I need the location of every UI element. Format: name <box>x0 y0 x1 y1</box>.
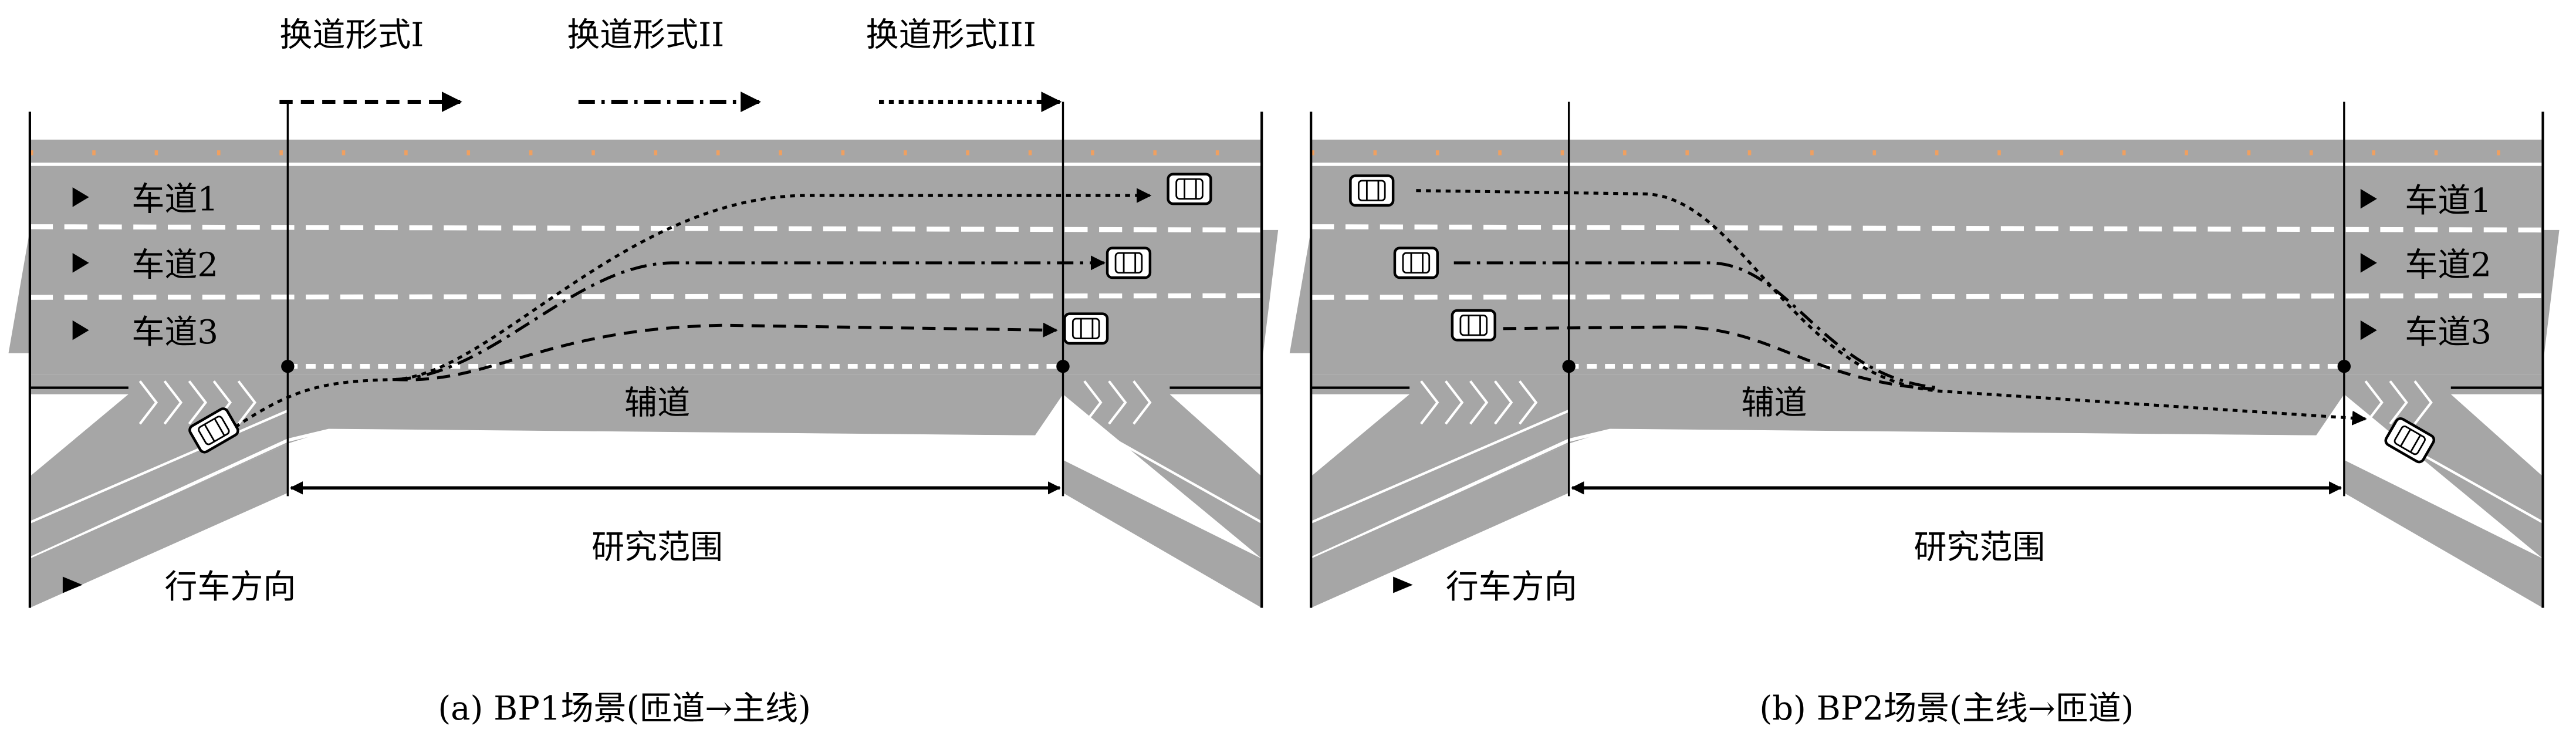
study-range-label: 研究范围 <box>1914 529 2045 567</box>
aux-road-label: 辅道 <box>624 384 690 422</box>
trajectory-form1 <box>1503 325 1939 391</box>
car-icon <box>1168 174 1211 204</box>
car-icon <box>1064 314 1107 343</box>
lane-label-2: 车道2 <box>2405 246 2492 284</box>
trajectory-form3 <box>1416 189 2367 426</box>
legend-label-form2: 换道形式II <box>567 16 724 54</box>
study-range-label: 研究范围 <box>591 529 723 567</box>
car-icon <box>1452 310 1495 340</box>
caption-a: (a) BP1场景(匝道→主线) <box>438 690 811 728</box>
trajectory-form2 <box>394 255 1106 381</box>
trajectory-form3 <box>234 188 1152 428</box>
panel-a: 车道1 车道2 车道3 辅道 研究范围 行车方向 (a) BP1场景(匝道→主线… <box>8 102 1278 728</box>
trajectory-form1 <box>394 322 1058 381</box>
direction-label: 行车方向 <box>1446 568 1577 606</box>
car-icon <box>1395 248 1438 278</box>
legend-label-form3: 换道形式III <box>866 16 1036 54</box>
panel-b: 车道1 车道2 车道3 辅道 研究范围 行车方向 (b) BP2场景(主线→匝道… <box>1290 102 2560 728</box>
lane-label-3: 车道3 <box>131 313 218 352</box>
car-icon <box>1107 248 1150 278</box>
lane-label-1: 车道1 <box>131 180 218 218</box>
aux-road-label: 辅道 <box>1742 384 1807 422</box>
caption-b: (b) BP2场景(主线→匝道) <box>1759 690 2134 728</box>
trajectory-form2 <box>1453 261 1939 390</box>
legend-label-form1: 换道形式I <box>279 16 424 54</box>
car-icon <box>1350 176 1393 205</box>
lane-label-3: 车道3 <box>2405 313 2492 352</box>
legend: 换道形式I 换道形式II 换道形式III <box>279 16 1062 113</box>
lane-label-1: 车道1 <box>2405 182 2492 220</box>
lane-label-2: 车道2 <box>131 246 218 284</box>
direction-label: 行车方向 <box>164 568 296 606</box>
